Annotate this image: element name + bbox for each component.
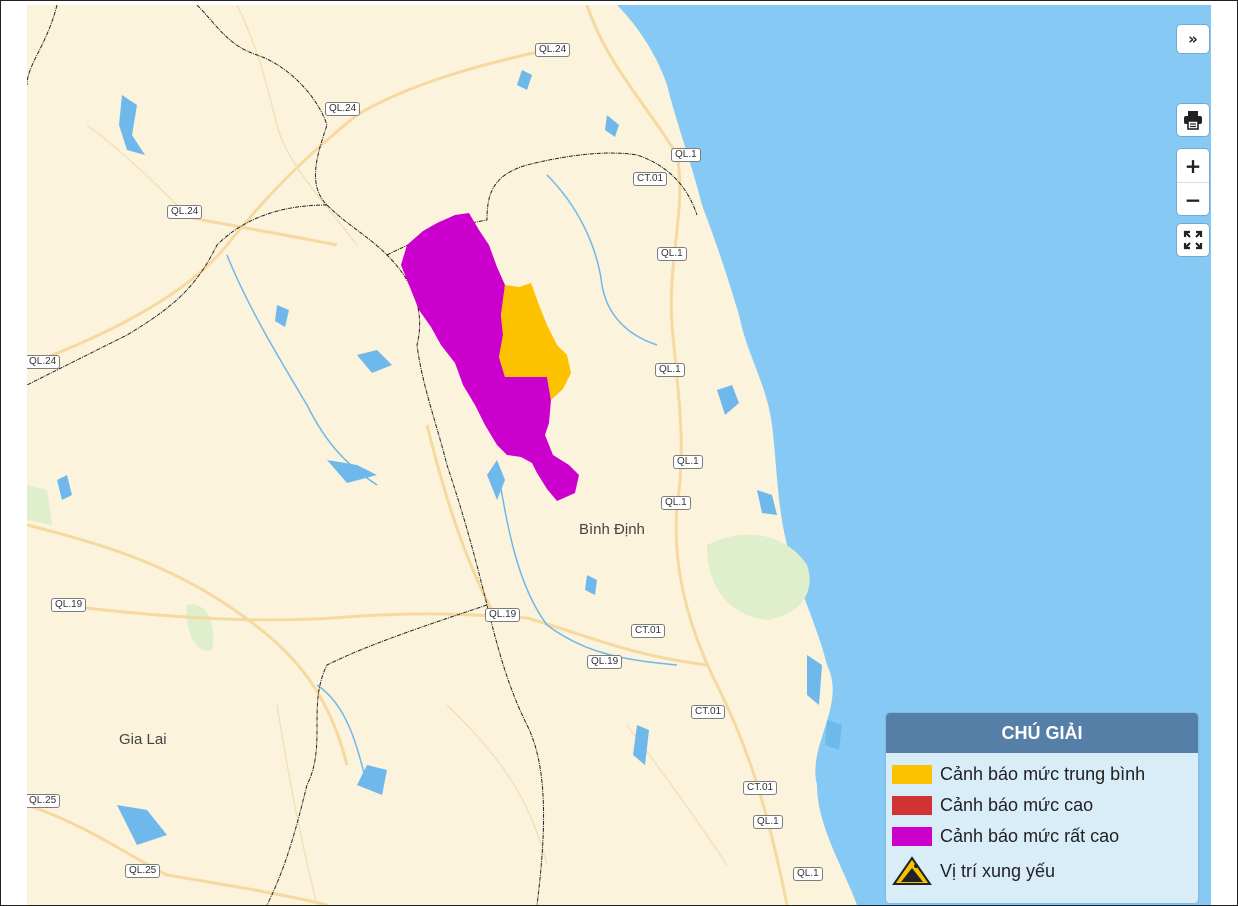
legend-panel: CHÚ GIẢI Cảnh báo mức trung bình Cảnh bá… (886, 713, 1198, 903)
road-shield: QL.24 (27, 355, 61, 369)
fullscreen-button[interactable] (1177, 224, 1209, 256)
legend-item-very-high: Cảnh báo mức rất cao (886, 821, 1198, 852)
zone-medium[interactable] (499, 283, 571, 400)
place-label-gia-lai: Gia Lai (119, 731, 167, 748)
road-shield: CT.01 (743, 781, 778, 795)
landslide-warning-icon (892, 856, 932, 885)
legend-swatch-high (892, 796, 932, 815)
legend-swatch-medium (892, 765, 932, 784)
road-shield: QL.19 (485, 608, 521, 622)
legend-item-label: Cảnh báo mức cao (940, 795, 1094, 815)
road-shield: QL.25 (27, 794, 61, 808)
road-shield: QL.1 (671, 148, 701, 162)
legend-item-high: Cảnh báo mức cao (886, 790, 1198, 821)
legend-title: CHÚ GIẢI (886, 713, 1198, 753)
road-shield: QL.24 (535, 43, 571, 57)
zone-very-high[interactable] (401, 213, 579, 501)
printer-icon (1184, 111, 1202, 130)
road-shield: QL.1 (655, 363, 685, 377)
legend-item-label: Cảnh báo mức rất cao (940, 826, 1120, 846)
road-shield: CT.01 (633, 172, 668, 186)
road-shield: QL.1 (753, 815, 783, 829)
road-shield: QL.1 (657, 247, 687, 261)
map-canvas[interactable]: QL.24 QL.24 QL.24 QL.24 QL.1 CT.01 QL.1 … (27, 5, 1211, 905)
sea (617, 5, 1211, 905)
legend-item-vulnerable: Vị trí xung yếu (886, 852, 1198, 890)
print-button[interactable] (1177, 104, 1209, 136)
legend-swatch-very-high (892, 827, 932, 846)
place-label-binh-dinh: Bình Định (579, 521, 645, 538)
road-shield: QL.24 (167, 205, 203, 219)
road-shield: QL.1 (673, 455, 703, 469)
legend-item-label: Vị trí xung yếu (940, 860, 1056, 881)
double-chevron-right-icon: » (1188, 30, 1198, 48)
road-shield: QL.25 (125, 864, 161, 878)
zoom-in-button[interactable]: + (1184, 153, 1202, 178)
zoom-control: + − (1177, 149, 1209, 215)
collapse-panel-button[interactable]: » (1177, 25, 1209, 53)
road-shield: QL.19 (51, 598, 87, 612)
road-shield: QL.1 (793, 867, 823, 881)
road-shield: CT.01 (631, 624, 666, 638)
road-shield: QL.1 (661, 496, 691, 510)
road-shield: CT.01 (691, 705, 726, 719)
basemap (27, 5, 1211, 905)
legend-item-label: Cảnh báo mức trung bình (940, 764, 1146, 784)
zoom-out-button[interactable]: − (1177, 182, 1209, 216)
road-shield: QL.24 (325, 102, 361, 116)
fullscreen-icon (1183, 230, 1203, 250)
legend-item-medium: Cảnh báo mức trung bình (886, 759, 1198, 790)
road-shield: QL.19 (587, 655, 623, 669)
